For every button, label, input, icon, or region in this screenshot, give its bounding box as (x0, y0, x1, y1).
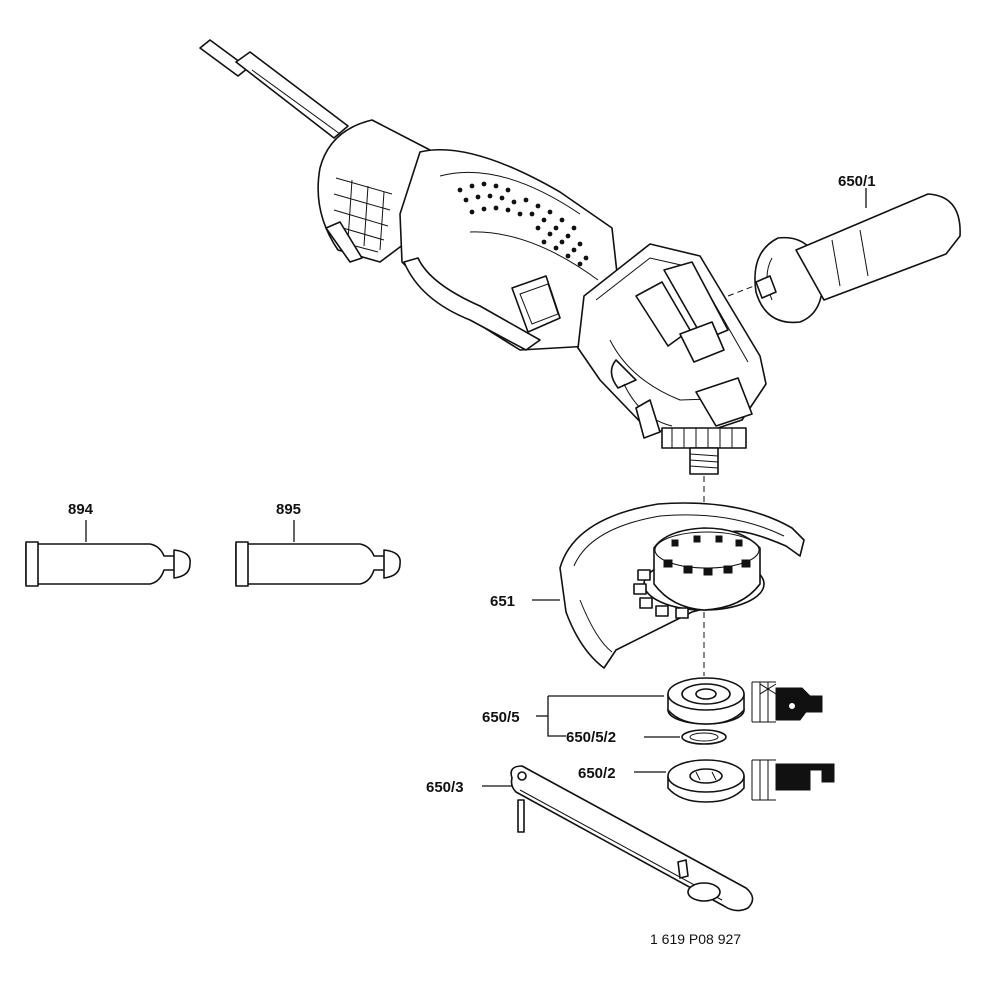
grease-tube-icon (25, 520, 191, 587)
label-650-5: 650/5 (482, 709, 520, 726)
label-651: 651 (490, 593, 515, 610)
mounting-flange-icon (667, 677, 745, 725)
leader-650-5 (547, 695, 664, 737)
wheel-guard-icon (559, 502, 805, 669)
side-handle-icon (727, 188, 961, 324)
label-650-3: 650/3 (426, 779, 464, 796)
flange-orientation-symbol-icon (751, 681, 823, 723)
label-894: 894 (68, 501, 94, 518)
label-895: 895 (276, 501, 301, 518)
flange-orientation-symbol-icon (751, 759, 835, 801)
drawing-number: 1 619 P08 927 (650, 931, 741, 947)
label-650-1: 650/1 (838, 173, 876, 190)
clamping-nut-icon (667, 759, 745, 803)
label-650-2: 650/2 (578, 765, 616, 782)
grease-tube-icon (235, 520, 401, 587)
o-ring-icon (681, 729, 727, 745)
label-650-5-2: 650/5/2 (566, 729, 616, 746)
two-pin-spanner-icon (510, 765, 754, 912)
angle-grinder-icon (199, 39, 767, 475)
